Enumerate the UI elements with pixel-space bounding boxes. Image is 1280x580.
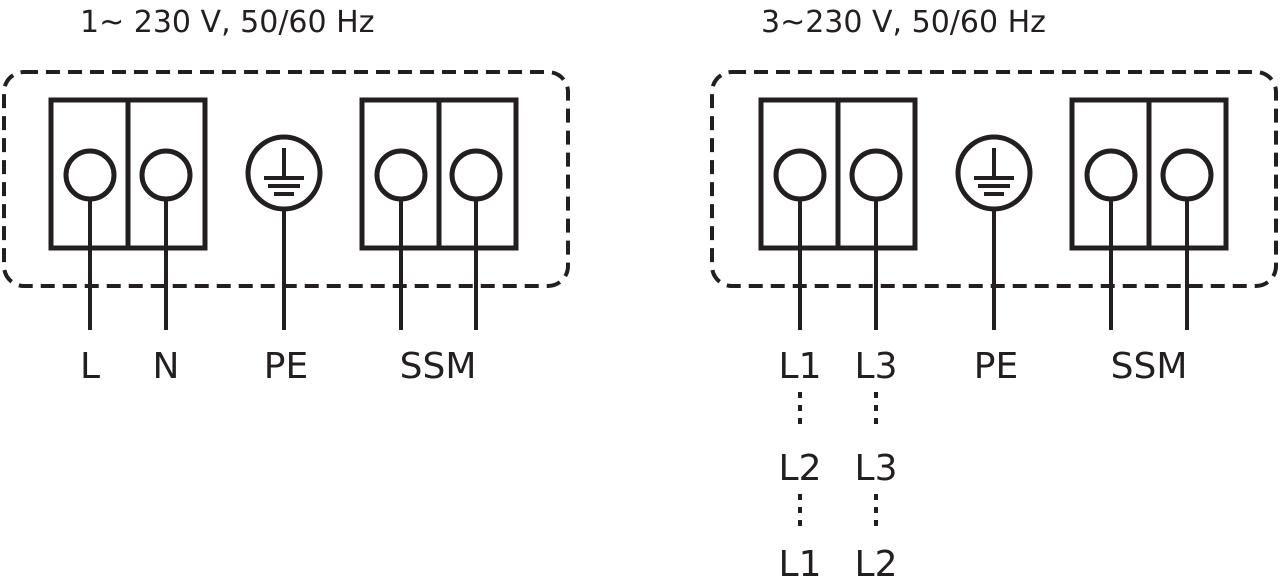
ssm-terminal-block [359,97,519,251]
label-right-row3: L2 [855,544,898,580]
label-left-row2: L2 [779,448,822,489]
circle-terminal-icon [449,148,503,202]
circle-terminal-icon [1084,148,1138,202]
circle-terminal-icon [1160,148,1214,202]
three-phase-title: 3~230 V, 50/60 Hz [761,5,1046,40]
label-right-row1: L3 [855,346,898,387]
label-left-row1: L1 [779,346,822,387]
ssm-terminal-block [1069,97,1229,251]
circle-terminal-icon [139,148,193,202]
label-right-row2: L3 [855,448,898,489]
label-pe: PE [974,346,1018,387]
mains-terminal-block [48,97,208,251]
label-pe: PE [264,346,308,387]
label-left-row3: L1 [779,544,822,580]
single-phase-panel: 1~ 230 V, 50/60 Hz [2,5,570,387]
label-n: N [153,346,180,387]
ground-symbol-icon [245,134,323,212]
ground-symbol-icon [955,134,1033,212]
circle-terminal-icon [63,148,117,202]
single-phase-title: 1~ 230 V, 50/60 Hz [80,5,374,40]
label-ssm: SSM [400,346,477,387]
three-phase-panel: 3~230 V, 50/60 Hz L1 L [710,5,1278,580]
circle-terminal-icon [374,148,428,202]
label-ssm: SSM [1111,346,1188,387]
circle-terminal-icon [773,148,827,202]
mains-terminal-block [758,97,918,251]
circle-terminal-icon [849,148,903,202]
label-l: L [80,346,100,387]
